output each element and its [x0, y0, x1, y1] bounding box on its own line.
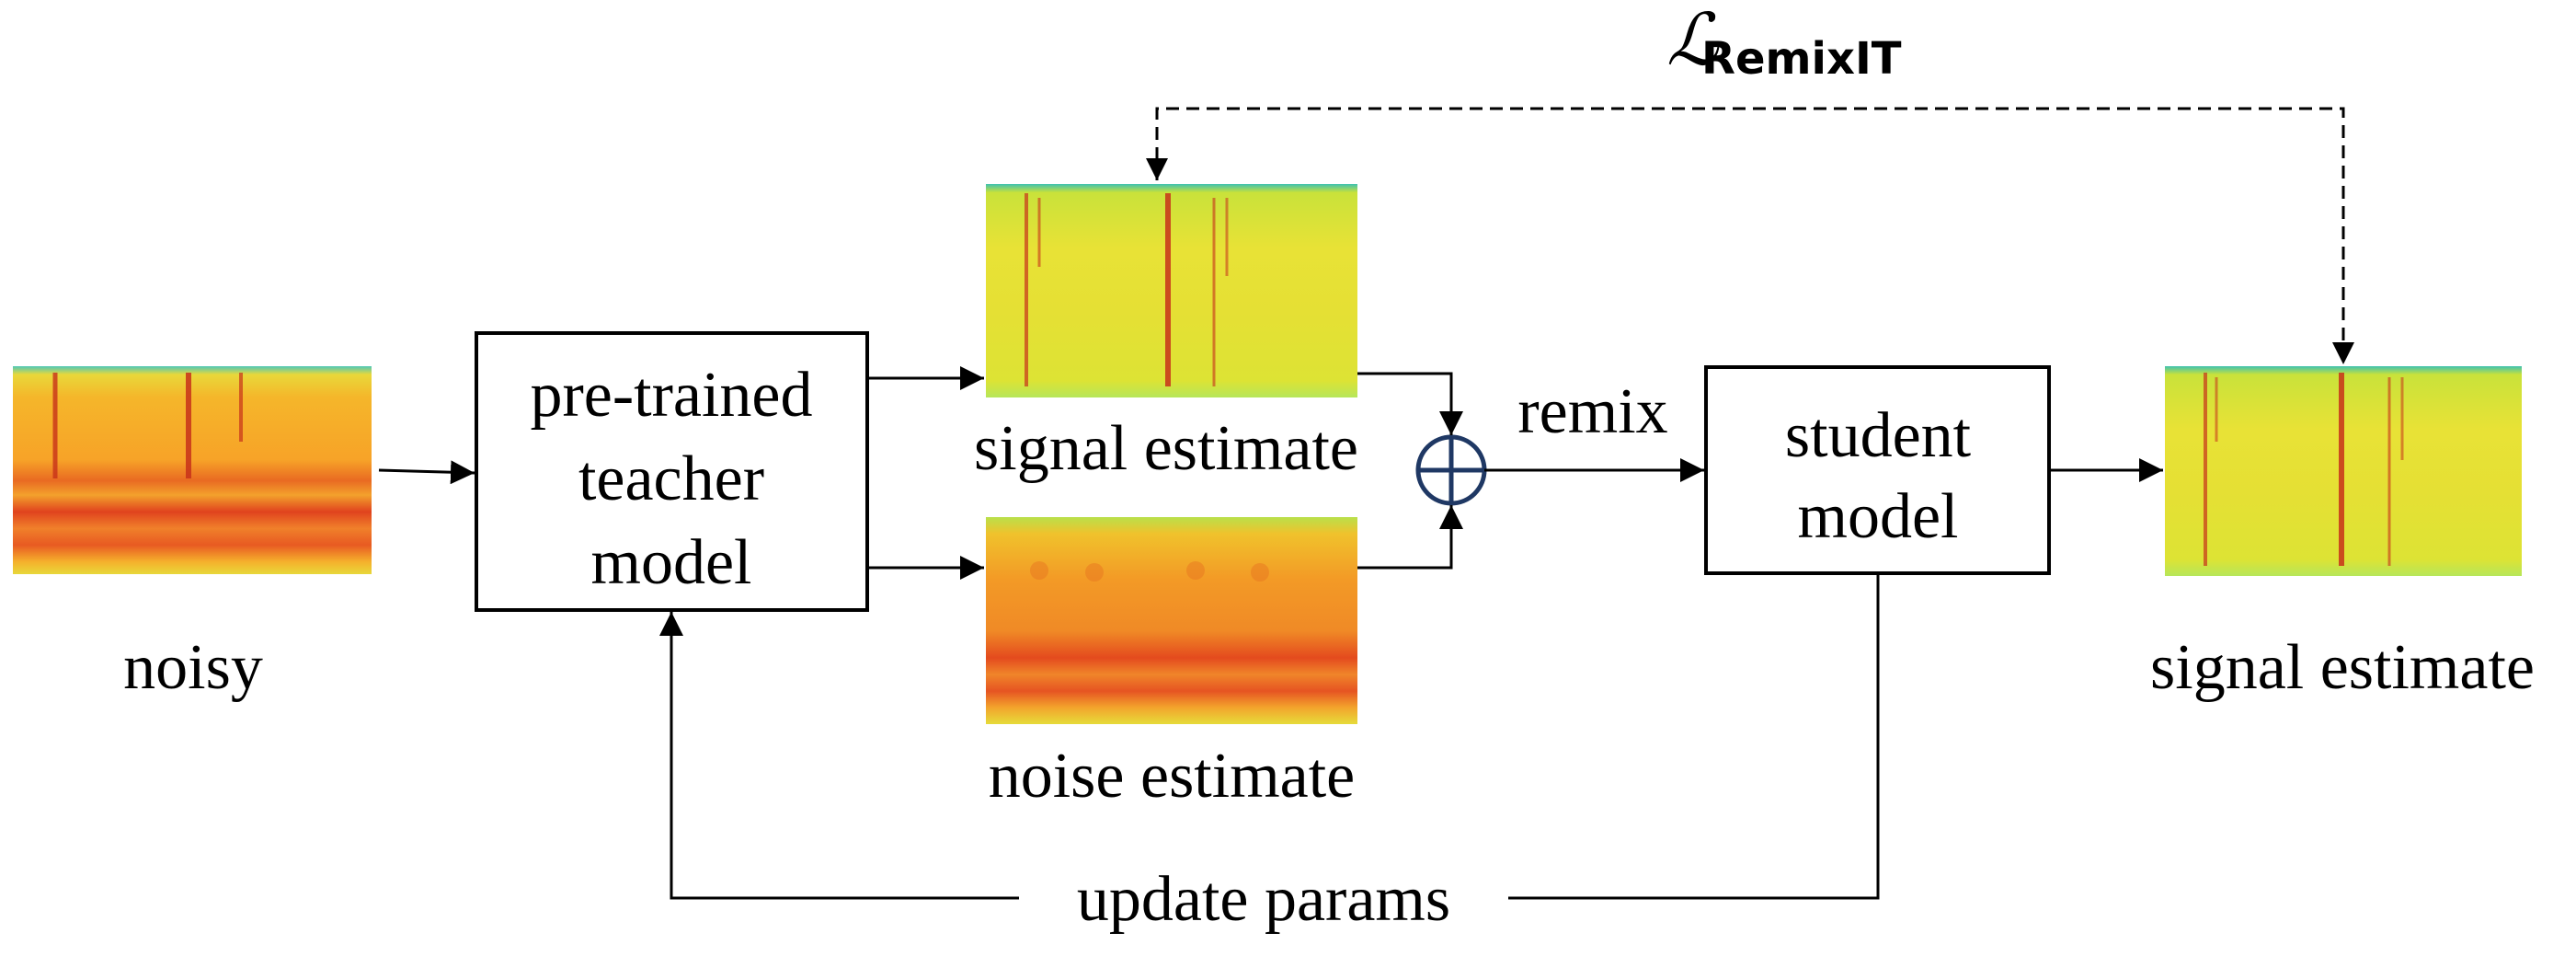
arrow-noisy-to-teacher	[378, 460, 475, 485]
loss-subscript: RemixIT	[1701, 33, 1902, 85]
noise-spectrogram-icon	[986, 517, 1357, 724]
student-label-line2: model	[1798, 481, 1959, 552]
arrow-signal-to-sum	[1357, 372, 1463, 435]
noisy-label: noisy	[123, 632, 263, 703]
arrow-noise-to-sum	[1357, 505, 1463, 570]
update-params-label: update params	[1077, 864, 1450, 935]
output-spectrogram-icon	[2165, 366, 2522, 576]
feedback-to-teacher	[659, 612, 1019, 900]
loss-symbol: ℒ	[1666, 0, 1720, 82]
student-label-line1: student	[1785, 400, 1972, 471]
teacher-label-line1: pre-trained	[530, 360, 812, 431]
teacher-model-box	[475, 331, 869, 612]
signal-estimate-label: signal estimate	[974, 413, 1358, 484]
feedback-student-down	[1508, 575, 1880, 900]
loss-arrowhead-output	[2332, 342, 2354, 364]
remix-label: remix	[1517, 376, 1667, 447]
loss-dashed-connector	[1155, 107, 2345, 364]
signal-spectrogram-icon	[986, 184, 1357, 397]
sum-operator-icon	[1415, 434, 1487, 506]
output-signal-estimate-label: signal estimate	[2150, 632, 2535, 703]
teacher-label-line2: teacher	[578, 443, 764, 514]
noise-estimate-label: noise estimate	[989, 741, 1356, 812]
teacher-label-line3: model	[591, 527, 752, 598]
noisy-spectrogram-icon	[13, 366, 372, 574]
loss-label: ℒ RemixIT	[1666, 0, 1902, 85]
loss-arrowhead-signal	[1146, 158, 1168, 180]
student-model-box	[1704, 365, 2051, 575]
